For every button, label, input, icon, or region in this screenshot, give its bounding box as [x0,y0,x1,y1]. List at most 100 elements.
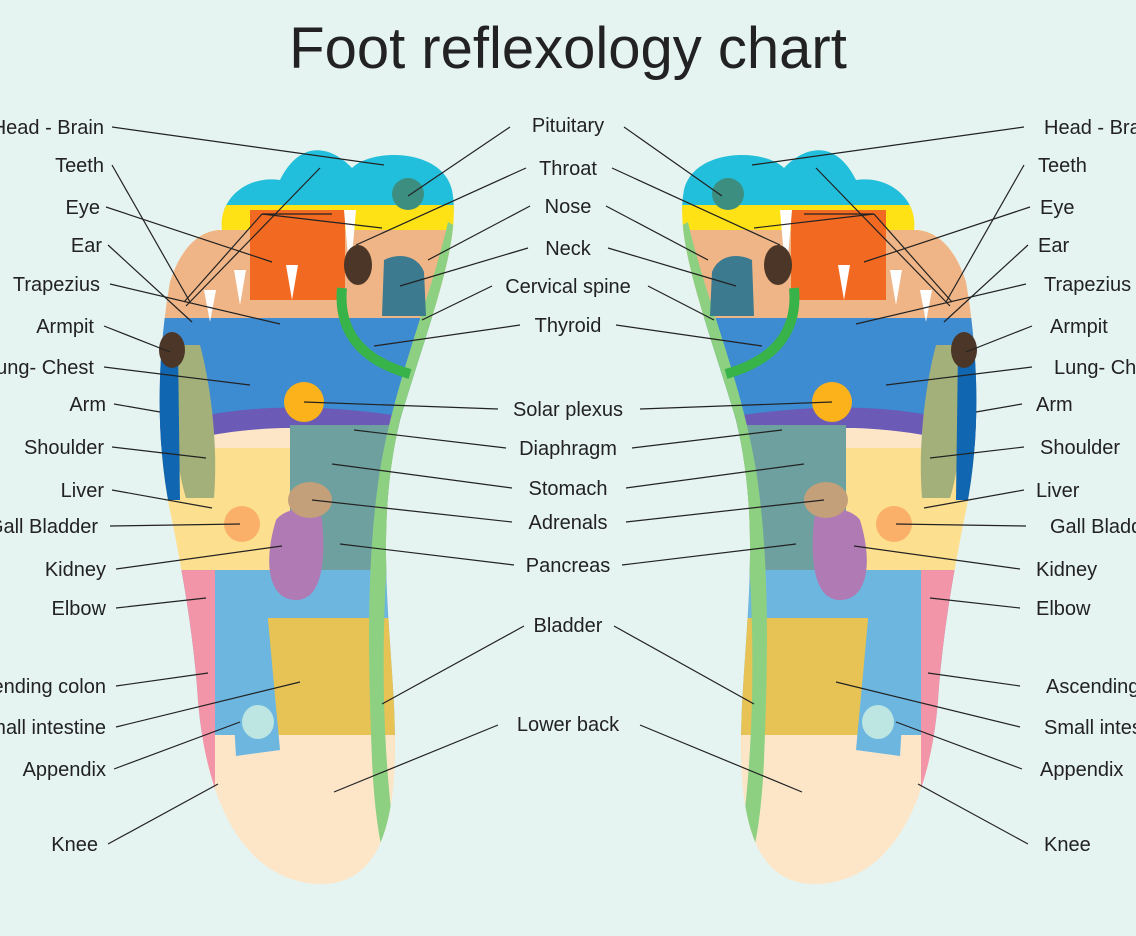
label-right-teeth: Teeth [1038,155,1087,177]
leader-line [333,724,499,793]
leader-line [115,597,207,609]
label-left-ear: Ear [71,235,102,257]
leader-line [917,783,1029,845]
label-right-shoulder: Shoulder [1040,437,1120,459]
spine-region [369,222,454,885]
leader-line [407,126,511,197]
leader-line [621,543,797,566]
leader-line [927,672,1021,687]
colon-region [159,570,215,810]
label-left-gall-bladder: Gall Bladder [0,516,98,538]
label-throat: Throat [539,158,597,180]
label-left-elbow: Elbow [52,598,107,620]
label-neck: Neck [545,238,592,260]
label-left-lung-chest: Lung- Chest [0,357,94,379]
label-right-kidney: Kidney [1036,559,1097,581]
label-left-trapezius: Trapezius [13,274,100,296]
leader-line [647,285,715,321]
label-right-lung-chest: Lung- Chest [1054,357,1136,379]
leader-line [115,681,301,728]
label-left-knee: Knee [51,834,98,856]
label-left-ascending-colon: Ascending colon [0,676,106,698]
leader-line [109,283,281,325]
label-right-eye: Eye [1040,197,1074,219]
leader-line [115,545,283,570]
leader-line [751,126,1025,166]
label-solar-plexus: Solar plexus [513,399,623,421]
gall-bladder-dot [224,506,260,542]
label-right-ascending-colon: Ascending colon [1046,676,1136,698]
label-cervical-spine: Cervical spine [505,276,631,298]
label-right-liver: Liver [1036,480,1080,502]
leader-line [111,446,207,459]
label-left-arm: Arm [69,394,106,416]
label-left-head-brain: Head - Brain [0,117,104,139]
leader-line [885,366,1033,386]
leader-line [605,205,709,261]
neck-region [382,256,426,316]
leader-line [895,721,1023,770]
leader-line [421,285,493,321]
label-left-shoulder: Shoulder [24,437,104,459]
label-adrenals: Adrenals [529,512,608,534]
label-right-elbow: Elbow [1036,598,1091,620]
leader-line [103,325,171,353]
label-pancreas: Pancreas [526,555,611,577]
leader-line [373,324,521,347]
leader-line [111,126,385,166]
leader-line [863,206,1031,263]
label-right-armpit: Armpit [1050,316,1108,338]
leader-line [607,247,737,287]
leader-line [929,446,1025,459]
leader-line [185,167,321,307]
leader-line [183,213,263,303]
label-right-knee: Knee [1044,834,1091,856]
leader-line [381,625,525,705]
leader-line [111,489,213,509]
leader-line [611,167,781,246]
leader-line [109,523,241,527]
toes-region [159,150,454,210]
leader-line [835,681,1021,728]
label-left-eye: Eye [66,197,100,219]
kidney-region [269,508,324,600]
leader-line [753,213,875,229]
leader-line [107,783,219,845]
leader-line [975,403,1023,413]
leader-line [895,523,1027,527]
arm-region [159,348,180,500]
leader-line [613,625,755,705]
label-left-kidney: Kidney [45,559,106,581]
leader-line [261,213,383,229]
label-left-appendix: Appendix [23,759,106,781]
leader-line [331,463,513,489]
leader-line [105,206,273,263]
adrenal-region [288,482,332,518]
leader-line [923,489,1025,509]
pituitary-dot [392,178,424,210]
leader-line [113,403,161,413]
label-right-ear: Ear [1038,235,1069,257]
leader-line [339,543,515,566]
label-left-small-intestine: Small intestine [0,717,106,739]
leader-line [943,244,1029,323]
label-left-liver: Liver [61,480,105,502]
leader-line [111,164,191,303]
leader-line [815,167,951,307]
label-left-teeth: Teeth [55,155,104,177]
leader-lines [103,126,1033,845]
leader-line [965,325,1033,353]
brain-region [250,210,345,300]
chart-title: Foot reflexology chart [289,16,847,81]
leader-line [107,244,193,323]
leader-line [303,401,499,410]
label-right-appendix: Appendix [1040,759,1123,781]
label-pituitary: Pituitary [532,115,604,137]
label-thyroid: Thyroid [535,315,602,337]
leader-line [115,672,209,687]
heel-lower-region [215,735,425,885]
shoulder-region [174,345,216,498]
leader-line [639,724,803,793]
label-diaphragm: Diaphragm [519,438,617,460]
